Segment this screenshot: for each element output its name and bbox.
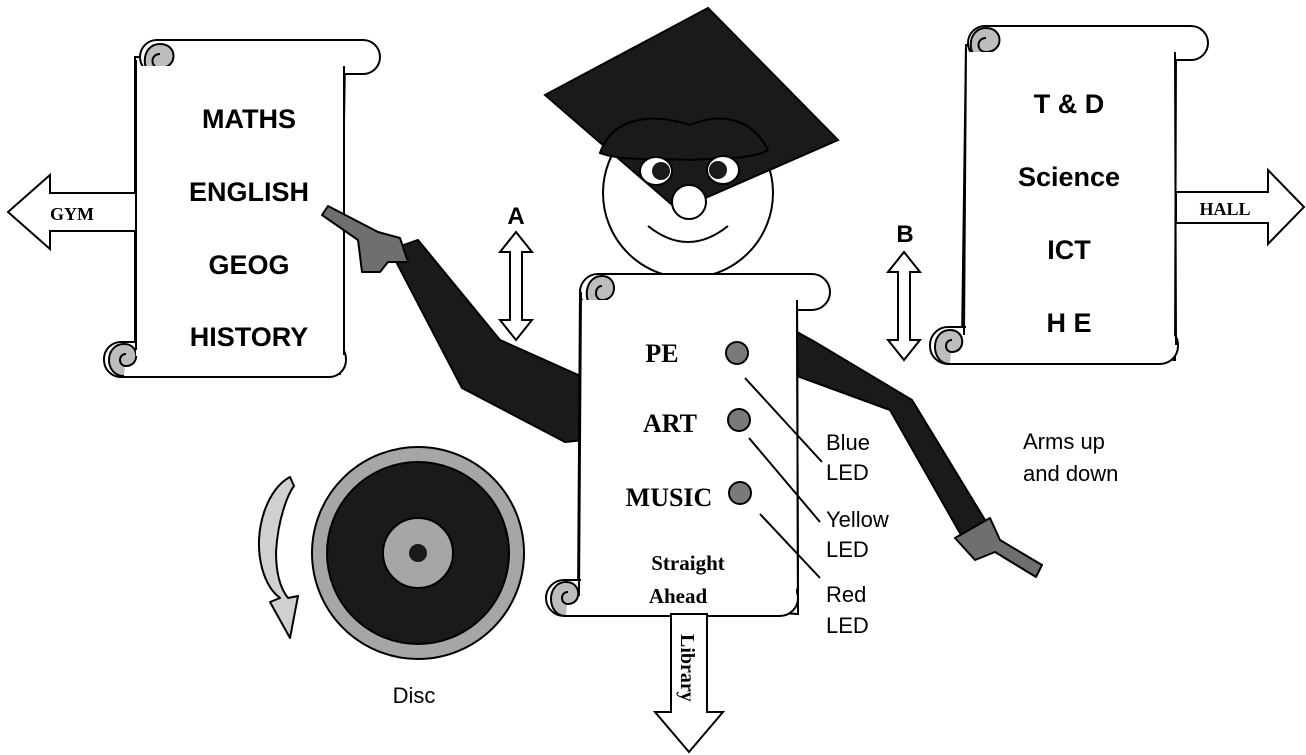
rotation-arrow-icon — [258, 476, 299, 639]
left-scroll: MATHS ENGLISH GEOG HISTORY — [103, 39, 381, 378]
right-arm — [796, 331, 1043, 578]
yellow-led-leader — [748, 437, 821, 523]
body-scroll: PE ART MUSIC Straight Ahead — [545, 273, 831, 617]
mortarboard-cap — [543, 6, 840, 212]
yellow-led-label-line1: Yellow — [826, 507, 889, 532]
left-scroll-item-english: ENGLISH — [189, 177, 309, 207]
yellow-led-label-line2: LED — [826, 537, 869, 562]
mouth — [647, 225, 729, 243]
disc-caption: Disc — [393, 683, 436, 708]
gym-arrow: GYM — [6, 172, 137, 252]
red-led-label-line2: LED — [826, 613, 869, 638]
blue-led-leader — [744, 377, 823, 463]
left-eye — [639, 156, 673, 186]
yellow-led — [727, 408, 751, 432]
arms-caption-line1: Arms up — [1023, 429, 1105, 454]
body-item-art: ART — [643, 409, 697, 438]
red-led-leader — [759, 513, 821, 579]
marker-b: B — [896, 221, 913, 248]
hall-arrow: HALL — [1175, 167, 1306, 247]
disc — [311, 446, 525, 660]
body-footer-line1: Straight — [651, 551, 725, 575]
left-arm — [321, 205, 586, 443]
left-scroll-item-maths: MATHS — [202, 104, 296, 134]
red-led — [728, 481, 752, 505]
right-scroll-item-td: T & D — [1034, 89, 1105, 119]
blue-led-label-line2: LED — [826, 460, 869, 485]
double-arrow-a: A — [497, 203, 535, 342]
left-scroll-item-geog: GEOG — [208, 250, 289, 280]
right-scroll-item-ict: ICT — [1047, 235, 1091, 265]
marker-a: A — [507, 203, 524, 230]
left-scroll-item-history: HISTORY — [190, 322, 309, 352]
right-eye — [706, 155, 740, 185]
head — [543, 6, 840, 279]
library-arrow: Library — [652, 613, 726, 754]
red-led-label-line1: Red — [826, 582, 866, 607]
body-footer-line2: Ahead — [649, 584, 708, 608]
nose — [671, 184, 707, 220]
body-item-music: MUSIC — [626, 483, 713, 512]
library-arrow-label: Library — [676, 634, 698, 702]
blue-led — [725, 341, 749, 365]
double-arrow-b: B — [885, 221, 923, 362]
body-item-pe: PE — [645, 339, 678, 368]
right-scroll-item-he: H E — [1046, 308, 1091, 338]
right-scroll: T & D Science ICT H E — [929, 25, 1209, 365]
blue-led-label-line1: Blue — [826, 430, 870, 455]
hall-arrow-label: HALL — [1199, 199, 1250, 219]
right-scroll-item-science: Science — [1018, 162, 1120, 192]
gym-arrow-label: GYM — [50, 204, 94, 224]
arms-caption-line2: and down — [1023, 461, 1118, 486]
